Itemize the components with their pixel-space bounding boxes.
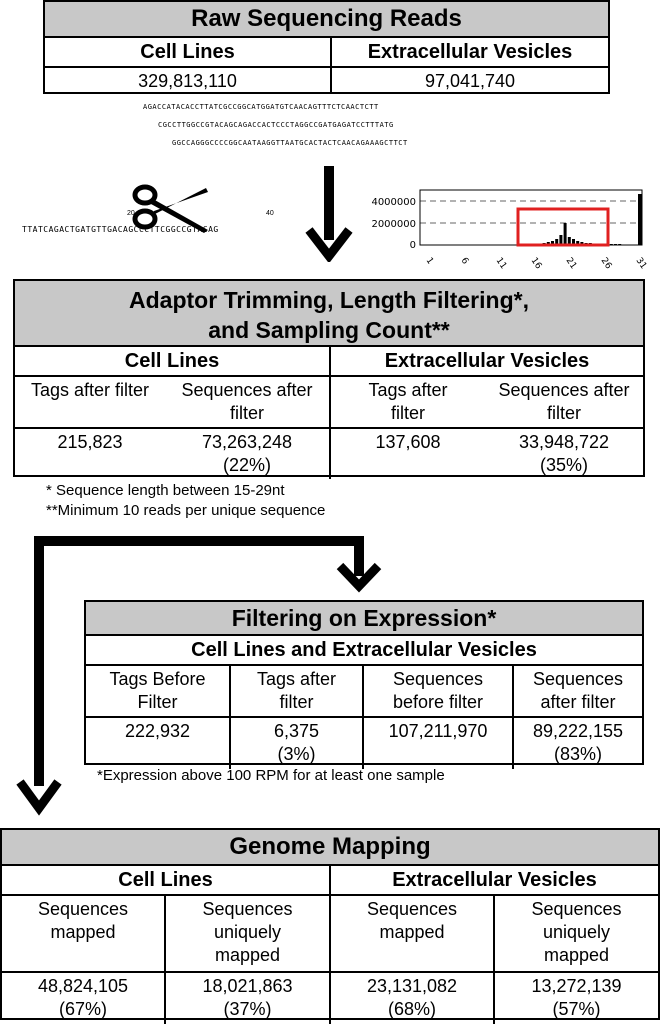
genome-val-mapped-ev-pct: (68%) (387, 999, 436, 1019)
expr-val-tags-after: 6,375 (3%) (229, 718, 362, 769)
trimming-title: Adaptor Trimming, Length Filtering*, and… (15, 281, 643, 347)
expression-table: Filtering on Expression* Cell Lines and … (84, 600, 644, 769)
read-sequence-1: AGACCATACACCTTATCGCCGGCATGGATGTCAACAGTTT… (143, 103, 379, 111)
trimming-title-line1: Adaptor Trimming, Length Filtering*, (129, 287, 529, 313)
y-tick-label: 0 (410, 240, 416, 251)
trim-val-seqs-cl-count: 73,263,248 (201, 432, 293, 452)
x-tick-label: 31 (634, 256, 649, 271)
expr-val-tags-after-count: 6,375 (273, 721, 320, 741)
genome-col-cell-lines: Cell Lines (118, 869, 213, 891)
trim-val-seqs-cl-pct: (22%) (222, 455, 271, 475)
genome-header-unique-ev: Sequences uniquely mapped (493, 896, 658, 971)
genome-val-mapped-ev: 23,131,082 (68%) (329, 973, 493, 1024)
histogram-bar (614, 244, 617, 245)
histogram-bar (555, 239, 559, 245)
trimming-title-line2: and Sampling Count** (208, 317, 450, 343)
expr-header-seqs-before: Sequences before filter (362, 666, 512, 716)
genome-title: Genome Mapping (2, 830, 658, 866)
read-sequence-2: CGCCTTGGCCGTACAGCAGACCACTCCCTAGGCCGATGAG… (158, 121, 394, 129)
trim-col-cell-lines: Cell Lines (124, 350, 220, 372)
read-dots-1 (135, 113, 495, 119)
raw-col-cell-lines: Cell Lines (140, 41, 235, 63)
histogram-bar (563, 223, 567, 245)
expr-val-seqs-after: 89,222,155 (83%) (512, 718, 642, 769)
genome-val-unique-cl-pct: (37%) (223, 999, 272, 1019)
expr-val-seqs-after-count: 89,222,155 (532, 721, 624, 741)
read-sequence-3: GGCCAGGGCCCCGGCAATAAGGTTAATGCACTACTCAACA… (172, 139, 408, 147)
genome-val-mapped-cl-count: 48,824,105 (37, 976, 129, 996)
histogram-bar (572, 239, 575, 245)
scissors-icon (132, 184, 208, 233)
histogram-bar (567, 237, 571, 245)
trim-val-seqs-ev-count: 33,948,722 (518, 432, 610, 452)
trim-val-seqs-cl: 73,263,248 (22%) (165, 429, 329, 479)
y-tick-label: 4000000 (371, 197, 416, 208)
genome-val-unique-ev-pct: (57%) (552, 999, 601, 1019)
trim-footnote-2: **Minimum 10 reads per unique sequence (46, 502, 326, 519)
expression-subtitle: Cell Lines and Extracellular Vesicles (191, 639, 537, 661)
x-tick-label: 26 (599, 256, 614, 271)
trim-val-seqs-ev-pct: (35%) (539, 455, 588, 475)
genome-val-unique-cl: 18,021,863 (37%) (164, 973, 329, 1024)
trim-header-tags-cl: Tags after filter (30, 380, 150, 400)
genome-val-mapped-cl: 48,824,105 (67%) (2, 973, 164, 1024)
elbow-arrows (16, 536, 382, 816)
x-tick-label: 21 (564, 256, 579, 271)
expr-header-tags-before: Tags Before Filter (109, 669, 206, 712)
x-tick-label: 6 (459, 256, 471, 267)
raw-reads-table: Raw Sequencing Reads Cell Lines Extracel… (43, 0, 610, 94)
trim-val-seqs-ev: 33,948,722 (35%) (485, 429, 643, 479)
read-dots-2 (150, 131, 510, 137)
highlight-box (516, 207, 610, 247)
read-dots-3 (162, 149, 527, 155)
trim-header-seqs-ev: Sequences after filter (498, 380, 630, 423)
genome-col-ev: Extracellular Vesicles (329, 866, 658, 894)
histogram-bar (618, 244, 622, 245)
trim-header-tags-ev: Tags after filter (329, 377, 485, 427)
genome-val-unique-ev-count: 13,272,139 (531, 976, 622, 996)
genome-val-unique-ev: 13,272,139 (57%) (493, 973, 658, 1024)
x-tick-label: 16 (529, 256, 544, 271)
x-tick-label: 11 (494, 256, 509, 271)
raw-reads-title: Raw Sequencing Reads (45, 2, 608, 38)
expr-header-seqs-after: Sequences after filter (512, 666, 642, 716)
expr-val-seqs-after-pct: (83%) (553, 744, 602, 764)
genome-val-unique-cl-count: 18,021,863 (202, 976, 293, 996)
adaptor-marker-20: 20 (127, 210, 135, 217)
down-arrow-1 (305, 166, 353, 262)
adaptor-sequence: TTATCAGACTGATGTTGACAGCCCTTCGGCCGTACAG (22, 225, 219, 234)
expr-val-tags-before: 222,932 (124, 721, 191, 741)
histogram-bar (551, 241, 554, 245)
expression-footnote: *Expression above 100 RPM for at least o… (97, 767, 445, 784)
trim-col-ev: Extracellular Vesicles (329, 347, 643, 375)
trim-footnote-1: * Sequence length between 15-29nt (46, 482, 285, 499)
genome-val-mapped-ev-count: 23,131,082 (366, 976, 458, 996)
histogram-bar (638, 194, 642, 245)
histogram-bar (609, 244, 613, 245)
expression-title: Filtering on Expression* (86, 602, 642, 636)
raw-col-ev: Extracellular Vesicles (330, 38, 608, 66)
x-tick-label: 1 (424, 256, 435, 266)
adaptor-marker-40: 40 (266, 210, 274, 217)
histogram-bar (559, 235, 563, 245)
expr-val-tags-after-pct: (3%) (277, 744, 316, 764)
genome-header-mapped-cl: Sequences mapped (37, 899, 129, 942)
histogram-y-axis: 4000000 2000000 0 (371, 197, 416, 251)
raw-val-ev: 97,041,740 (330, 68, 608, 94)
genome-header-mapped-ev: Sequences mapped (329, 896, 493, 971)
expr-val-seqs-before: 107,211,970 (362, 718, 512, 769)
trim-val-tags-cl: 215,823 (57, 432, 123, 452)
trimming-table: Adaptor Trimming, Length Filtering*, and… (13, 279, 645, 479)
histogram-bar (576, 241, 580, 245)
genome-val-mapped-cl-pct: (67%) (58, 999, 107, 1019)
genome-header-unique-cl: Sequences uniquely mapped (164, 896, 329, 971)
y-tick-label: 2000000 (371, 219, 416, 230)
trim-header-seqs-cl: Sequences after filter (181, 380, 313, 423)
trim-val-tags-ev: 137,608 (329, 429, 485, 479)
raw-val-cell-lines: 329,813,110 (138, 71, 237, 91)
expr-header-tags-after: Tags after filter (229, 666, 362, 716)
genome-mapping-table: Genome Mapping Cell Lines Extracellular … (0, 828, 660, 1024)
